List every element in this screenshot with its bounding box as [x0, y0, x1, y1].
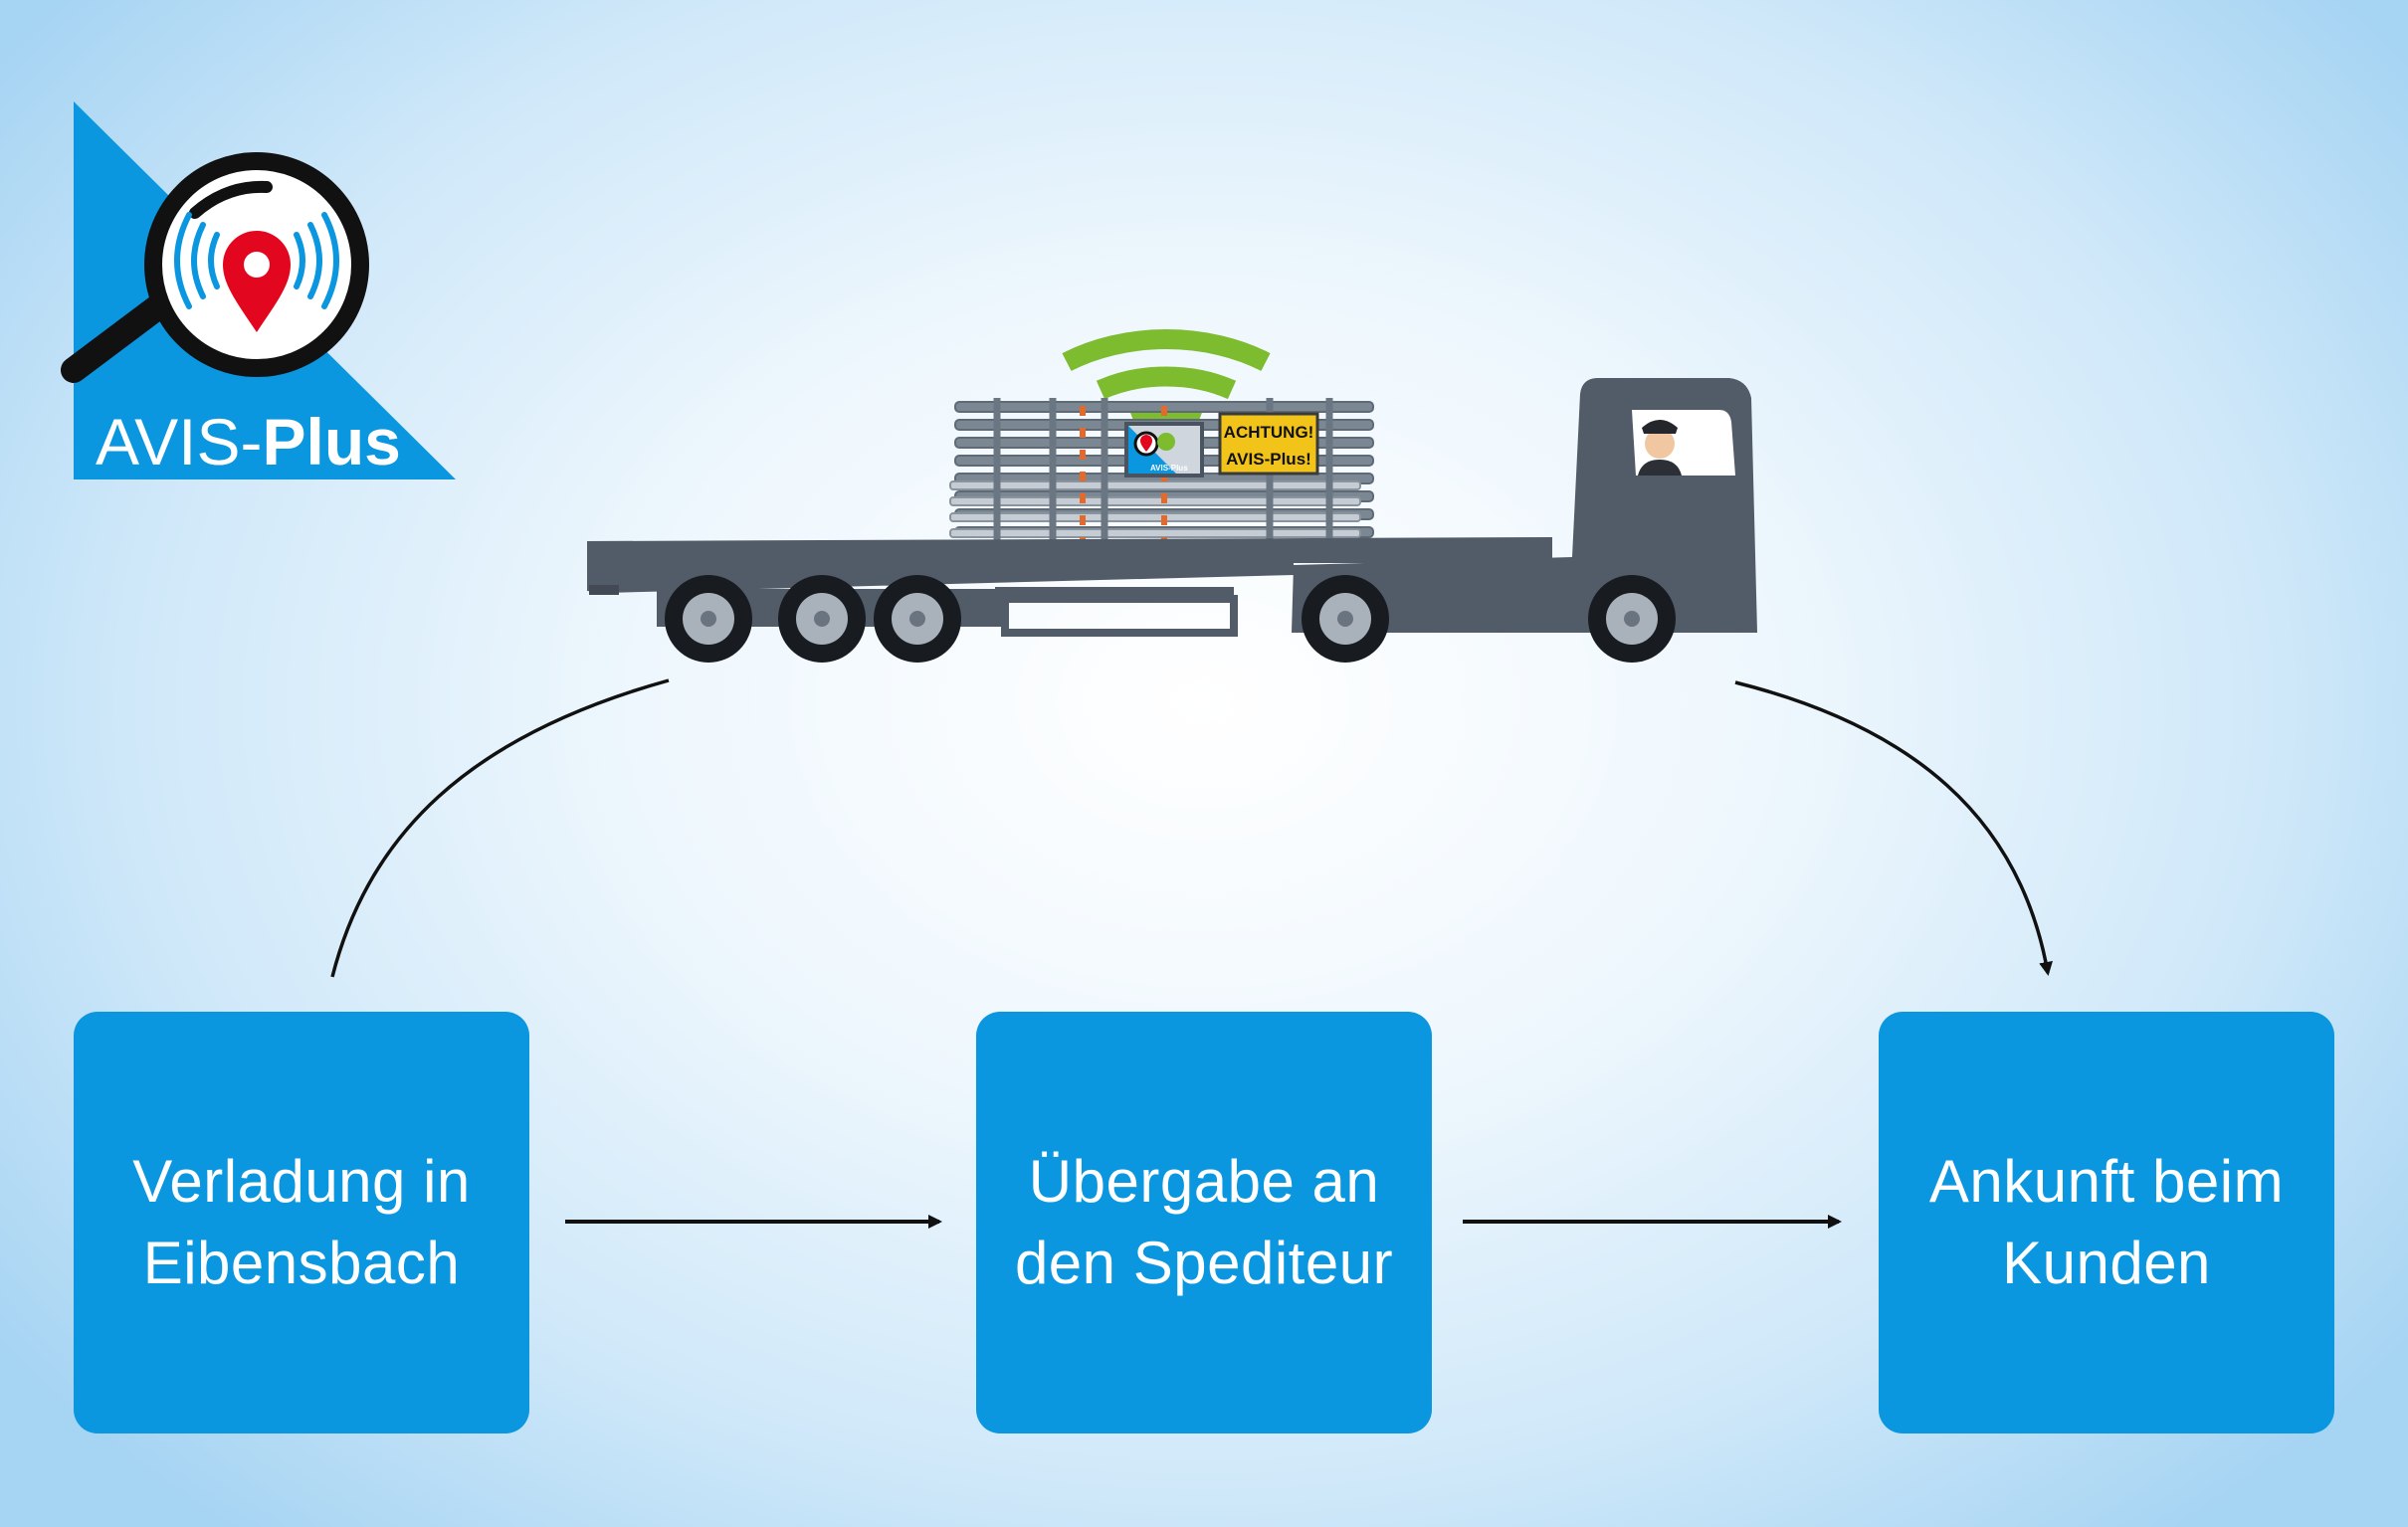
sign-line-1: ACHTUNG!: [1224, 423, 1314, 442]
magnifier-handle: [61, 286, 182, 383]
step-1-line-2: Eibensbach: [142, 1230, 461, 1296]
step-1-line-1: Verladung in: [132, 1148, 471, 1215]
step-2-line-1: Übergabe an: [1028, 1148, 1380, 1215]
truck-illustration: AVIS-Plus ACHTUNG! AVIS-Plus!: [587, 329, 1757, 663]
trailer-rear-bumper: [589, 585, 619, 595]
avis-plus-logo: [61, 101, 456, 479]
step-3-line-1: Ankunft beim: [1928, 1148, 2285, 1215]
wheel: [874, 575, 961, 663]
signal-waves-icon: [174, 212, 339, 309]
logo-wordmark: AVIS-Plus: [96, 406, 401, 477]
driver-icon: [1638, 420, 1682, 476]
step-box-loading: Verladung in Eibensbach: [74, 1012, 529, 1433]
step-box-handover: Übergabe an den Spediteur: [976, 1012, 1432, 1433]
lens-glint: [189, 180, 273, 219]
crate-label: AVIS-Plus: [1150, 464, 1188, 473]
wheel: [665, 575, 752, 663]
achtung-sign: ACHTUNG! AVIS-Plus!: [1218, 412, 1319, 476]
sign-line-2: AVIS-Plus!: [1226, 450, 1311, 469]
crate-tag: AVIS-Plus: [1124, 422, 1204, 477]
wheel: [1302, 575, 1389, 663]
wheel: [1588, 575, 1676, 663]
curve-left: [330, 678, 670, 978]
location-pin-icon: [223, 231, 291, 332]
logo-name-bold: Plus: [262, 405, 401, 478]
wheel: [778, 575, 866, 663]
step-box-arrival: Ankunft beim Kunden: [1879, 1012, 2334, 1433]
logo-name-prefix: AVIS-: [96, 405, 263, 478]
step-2-line-2: den Spediteur: [1014, 1230, 1394, 1296]
curve-right-arrow: [1734, 680, 2053, 976]
step-3-line-2: Kunden: [2002, 1230, 2211, 1296]
